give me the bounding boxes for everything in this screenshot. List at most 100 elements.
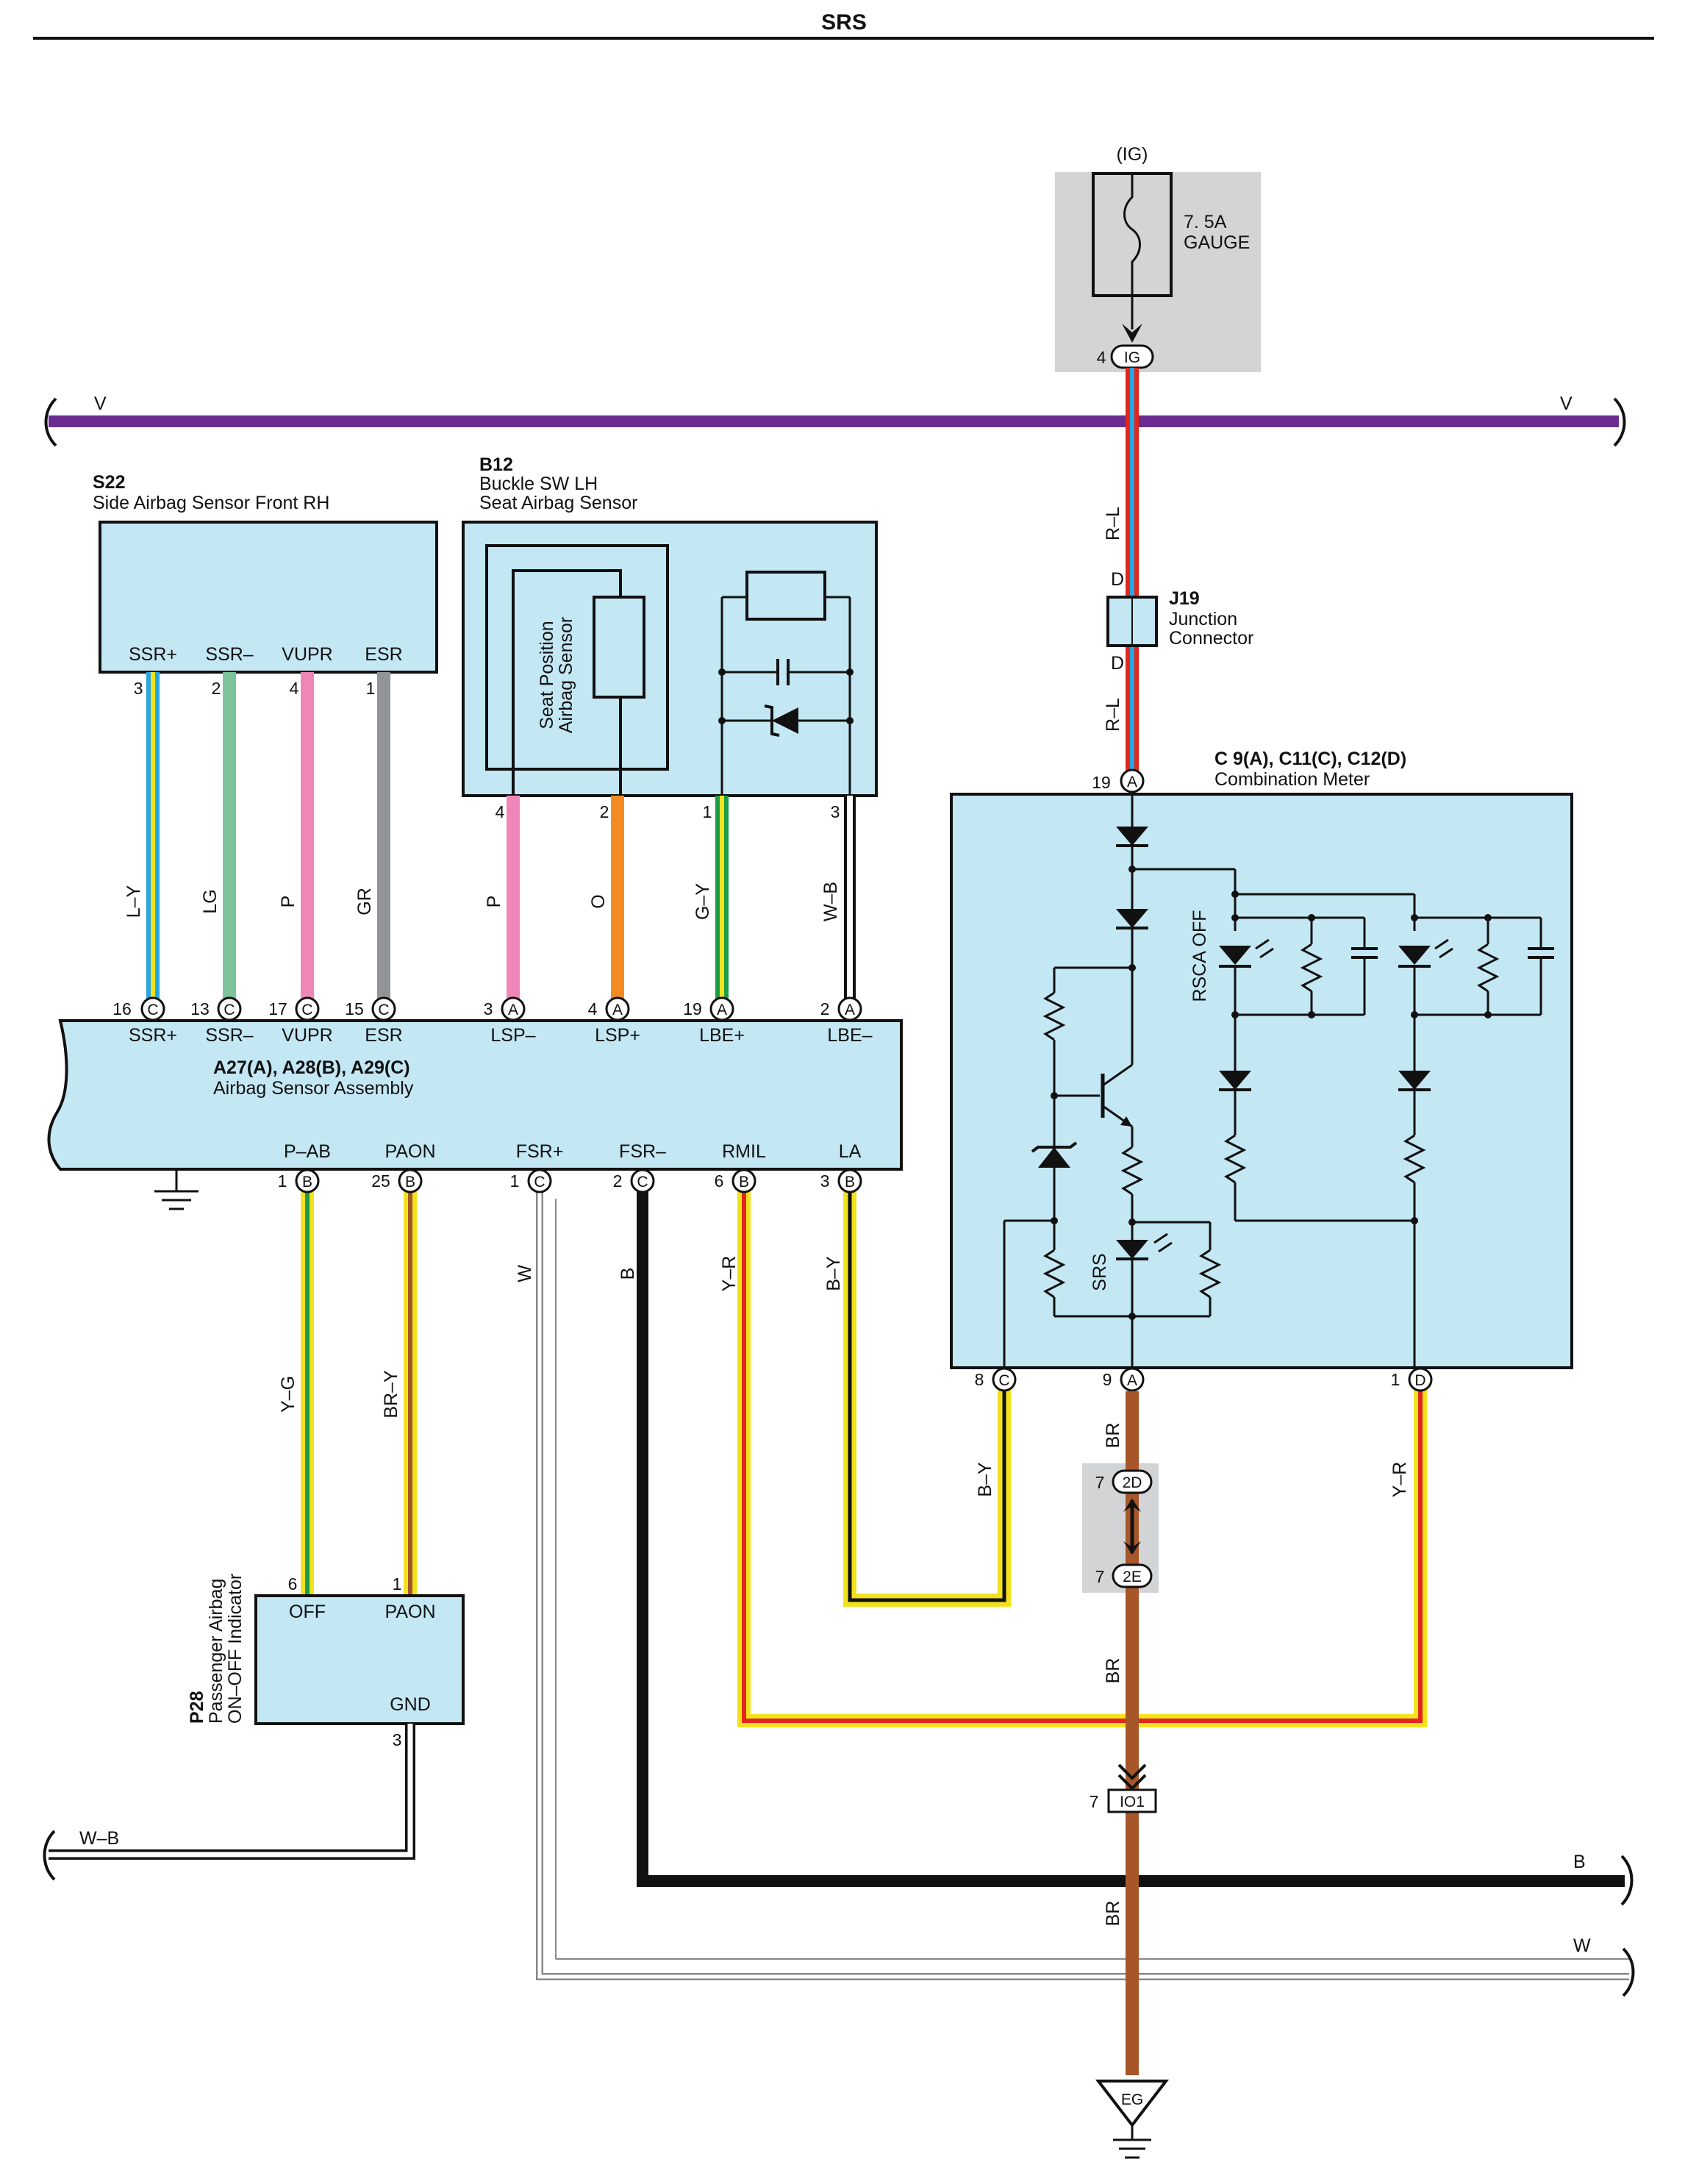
rsca-led-left-icon	[1219, 946, 1251, 965]
a27-bottom-label-rmil: RMIL	[722, 1141, 766, 1162]
meter-out-connector-d	[1408, 1367, 1433, 1392]
j19-top-pin: D	[1111, 569, 1124, 590]
a27-bottom-conn-2: B	[405, 1174, 415, 1191]
zener-diode-icon	[772, 707, 798, 734]
a27-bottom-connectors	[295, 1168, 862, 1193]
j19-name-line2: Connector	[1169, 628, 1253, 649]
v-bus-break-left-icon	[44, 397, 57, 447]
b12-pin-num-2: 2	[600, 802, 609, 821]
p28-off-label: OFF	[289, 1602, 326, 1622]
connector-io1	[1107, 1788, 1157, 1813]
a27-top-label-vupr: VUPR	[282, 1025, 332, 1046]
meter-diode-3-icon	[1219, 1071, 1251, 1090]
s22-side-airbag-sensor	[99, 521, 438, 674]
wire-label-gr: GR	[354, 888, 375, 916]
connector-2d	[1112, 1469, 1153, 1494]
connector-2e-num: 7	[1095, 1567, 1105, 1586]
wire-y-g	[301, 1181, 314, 1596]
a27-top-conn-1: C	[147, 1002, 158, 1018]
j19-bottom-pin: D	[1111, 653, 1124, 674]
p28-gnd-label: GND	[390, 1694, 431, 1715]
meter-junction-dots	[1051, 866, 1492, 1320]
p28-name-line2: ON–OFF Indicator	[225, 1574, 246, 1724]
a27-name: Airbag Sensor Assembly	[213, 1078, 414, 1099]
b12-buckle-switch-seat-sensor	[462, 521, 878, 797]
a27-top-label-esr: ESR	[365, 1025, 402, 1046]
meter-combination-meter	[950, 793, 1573, 1369]
wire-label-w-b: W–B	[79, 1828, 119, 1849]
a27-bottom-num-2: 25	[371, 1171, 390, 1191]
a27-airbag-sensor-assembly	[47, 1019, 903, 1171]
meter-out-conn-c: C	[998, 1372, 1009, 1389]
meter-out-connector-a	[1120, 1367, 1145, 1392]
a27-top-label-lsp-minus: LSP–	[490, 1025, 535, 1046]
a27-top-conn-3: C	[301, 1002, 312, 1018]
p28-gnd-pin-num: 3	[393, 1730, 402, 1749]
transistor-arrow-icon	[1120, 1116, 1132, 1127]
a27-top-num-6: 4	[588, 999, 598, 1018]
p28-paon-label: PAON	[385, 1602, 436, 1622]
connector-io1-label: IO1	[1120, 1794, 1145, 1810]
wire-label-b: B	[618, 1268, 638, 1280]
io1-arrow-icon	[1117, 1763, 1147, 1791]
connector-2d-label: 2D	[1123, 1474, 1142, 1491]
meter-out-num-9: 9	[1103, 1370, 1112, 1389]
b12-name-line1: Buckle SW LH	[479, 474, 598, 494]
wire-label-y-g: Y–G	[278, 1376, 298, 1413]
p28-paon-pin-num: 1	[393, 1574, 402, 1594]
buckle-switch-circuit	[720, 571, 851, 796]
j19-name-line1: Junction	[1169, 609, 1237, 629]
meter-diode-2-icon	[1116, 909, 1148, 928]
connector-2d-num: 7	[1095, 1473, 1105, 1492]
wire-label-b-y: B–Y	[823, 1256, 844, 1291]
v-bus-break-right-icon	[1613, 397, 1626, 447]
meter-out-conn-a: A	[1127, 1372, 1137, 1389]
w-b-break-left-icon	[43, 1830, 56, 1881]
meter-name: Combination Meter	[1214, 769, 1370, 790]
a27-top-num-2: 13	[190, 999, 210, 1018]
wire-label-b12-w-b: W–B	[820, 882, 841, 921]
p28-code: P28	[187, 1691, 207, 1724]
meter-code: C 9(A), C11(C), C12(D)	[1214, 749, 1406, 769]
meter-internal-circuit	[1003, 793, 1554, 1382]
meter-rsca-off-label: RSCA OFF	[1189, 910, 1210, 1002]
wire-label-r-l-lower: R–L	[1103, 698, 1123, 732]
connector-2e	[1112, 1563, 1153, 1588]
wire-b	[637, 1181, 1625, 1887]
a27-bottom-conn-5: B	[739, 1174, 749, 1191]
a27-top-conn-7: A	[717, 1002, 727, 1018]
wire-label-w: W	[515, 1265, 535, 1282]
p28-off-pin-num: 6	[288, 1574, 298, 1594]
fuse-arrow-icon	[1122, 324, 1142, 343]
meter-diode-1-icon	[1116, 827, 1148, 846]
p28-name-line1: Passenger Airbag	[206, 1579, 226, 1724]
fuse-rating: 7. 5A	[1184, 212, 1227, 232]
b12-pin-num-4: 4	[496, 802, 505, 821]
meter-in-connector	[1120, 768, 1145, 793]
seat-position-sensor	[485, 544, 669, 796]
zener-bar-icon	[764, 704, 780, 737]
wire-label-w-right: W	[1573, 1935, 1591, 1956]
a27-ground-icon	[154, 1169, 198, 1210]
fuse-icon	[1123, 174, 1141, 296]
ground-eg-icon	[1113, 2125, 1151, 2159]
wire-label-b12-o: O	[588, 894, 609, 908]
meter-zener-icon	[1038, 1147, 1070, 1168]
wire-label-b12-g-y: G–Y	[693, 883, 713, 920]
v-bus-wire	[49, 415, 1619, 427]
a27-bottom-num-4: 2	[613, 1171, 623, 1191]
wire-label-br-y: BR–Y	[381, 1370, 401, 1418]
wire-br-y	[404, 1181, 417, 1596]
a27-top-conn-6: A	[612, 1002, 623, 1018]
a27-bottom-conn-3: C	[534, 1174, 545, 1191]
a27-bottom-label-fsr-minus: FSR–	[619, 1141, 666, 1162]
connector-io1-num: 7	[1090, 1792, 1099, 1811]
a27-top-conn-8: A	[845, 1002, 855, 1018]
a27-bottom-label-fsr-plus: FSR+	[516, 1141, 564, 1162]
a27-top-conn-2: C	[223, 1002, 235, 1018]
a27-top-num-5: 3	[484, 999, 493, 1018]
wire-r-l	[1126, 368, 1139, 781]
wire-label-lg: LG	[200, 889, 221, 913]
a27-bottom-conn-4: C	[637, 1174, 648, 1191]
wire-label-meter-br: BR	[1103, 1423, 1123, 1449]
